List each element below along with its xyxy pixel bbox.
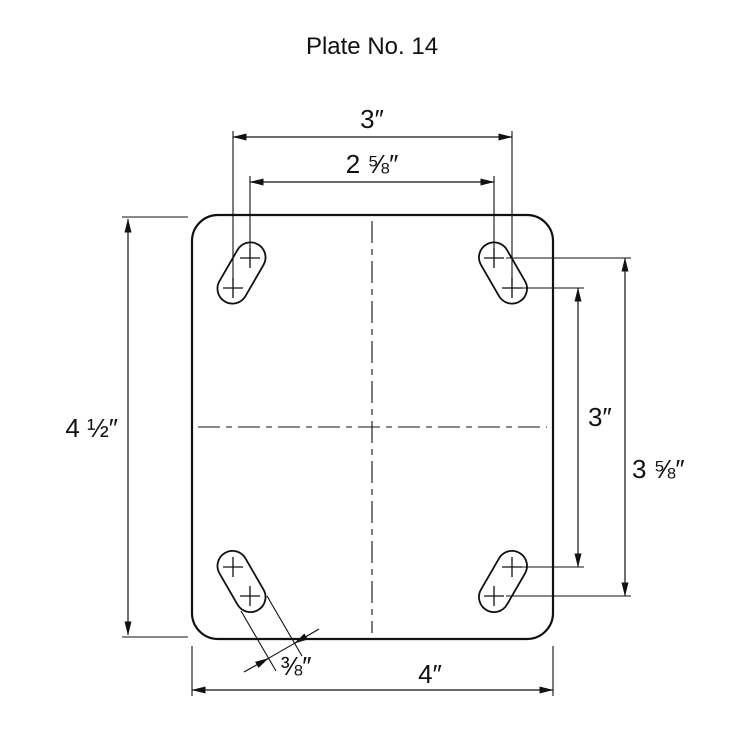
bolt-cross-mark (484, 586, 504, 606)
dimension-label: 2 ⅝″ (346, 149, 399, 179)
dimension-plate-height: 4 ½″ (65, 216, 188, 638)
slot-outline (478, 241, 528, 305)
dimension-top-bolt-spacing-wide: 3″ (232, 104, 513, 285)
mounting-plate (190, 213, 555, 641)
bolt-cross-mark (223, 557, 243, 577)
dimension-label: 4″ (418, 659, 442, 689)
extension-line (266, 595, 303, 657)
dimension-label: 4 ½″ (65, 413, 118, 443)
dimension-plate-width: 4″ (191, 646, 554, 696)
dimension-label: ⅜″ (281, 651, 312, 681)
dimension-arrow (294, 628, 320, 644)
dimension-arrow (243, 657, 269, 673)
dimension-label: 3″ (360, 104, 384, 134)
slot-bottom-left (216, 550, 267, 613)
dimension-line (268, 642, 295, 659)
slot-outline (216, 550, 267, 613)
dimension-label: 3 ⅝″ (632, 454, 685, 484)
drawing-title: Plate No. 14 (306, 33, 438, 60)
slot-outline (478, 550, 528, 613)
dimension-side-bolt-spacing-wide: 3 ⅝″ (506, 257, 685, 597)
slot-bottom-right (478, 550, 528, 613)
slot-outline (216, 241, 267, 305)
dimension-slot-width: ⅜″ (240, 595, 320, 681)
dimension-side-bolt-spacing-narrow: 3″ (516, 287, 612, 568)
plate-outline (190, 213, 555, 641)
dimension-label: 3″ (588, 402, 612, 432)
extension-line (240, 610, 277, 672)
bolt-cross-mark (240, 586, 260, 606)
slot-top-left (216, 241, 267, 305)
dimension-top-bolt-spacing-narrow: 2 ⅝″ (249, 149, 495, 255)
slot-top-right (478, 241, 528, 305)
